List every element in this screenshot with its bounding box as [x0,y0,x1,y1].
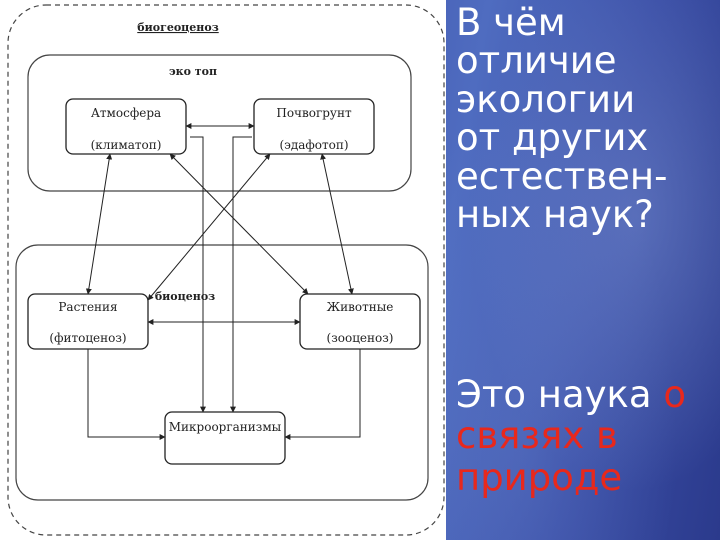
arrow-ecotope-micro-a [190,136,206,413]
biocenosis-label: биоценоз [155,290,215,303]
answer-line-2: связях в [456,414,618,458]
arrow-animals-micro [284,349,361,440]
node-animals-name: Животные [327,300,394,314]
biogeocenosis-diagram: биогеоценоз эко топ биоценоз Атмосфера (… [7,4,445,536]
question-line-5: естествен- [456,154,668,198]
biogeocenosis-label: биогеоценоз [137,21,218,34]
arrow-atmosphere-animals [169,153,309,295]
relation-arrows [85,123,361,440]
node-soil-name: Почвогрунт [276,106,352,120]
diagram-panel: биогеоценоз эко топ биоценоз Атмосфера (… [7,4,445,536]
question-line-4: от других [456,116,649,160]
arrow-soil-animals [320,153,354,295]
arrow-plants-micro [87,349,166,440]
node-soil: Почвогрунт (эдафотоп) [253,98,375,155]
question-line-2: отличие [456,39,617,83]
answer-line-1: Это наука о [456,374,718,415]
node-microorganisms: Микроорганизмы [164,411,286,465]
node-plants-sub: (фитоценоз) [49,331,126,345]
node-plants: Растения (фитоценоз) [27,293,149,350]
node-atmosphere: Атмосфера (климатоп) [65,98,187,155]
node-atmosphere-sub: (климатоп) [91,138,162,152]
arrow-atmosphere-plants [85,153,113,295]
node-microorganisms-name: Микроорганизмы [169,420,282,434]
node-atmosphere-name: Атмосфера [91,106,161,120]
answer-accent: о [663,373,686,416]
node-animals-sub: (зооценоз) [327,331,394,345]
answer-text: Это наука о связях в природе [456,374,718,499]
background-texture [440,0,720,540]
node-animals: Животные (зооценоз) [299,293,421,350]
arrow-soil-plants [147,153,271,301]
arrow-ecotope-micro-b [230,136,252,413]
question-heading: В чём отличие экологии от других естеств… [456,1,716,237]
answer-prefix: Это наука [456,373,664,416]
question-line-1: В чём [456,1,566,44]
node-soil-sub: (эдафотоп) [279,138,348,152]
question-line-3: экологии [456,77,636,121]
node-plants-name: Растения [58,300,117,314]
question-line-6: ных наук? [456,193,654,237]
biogeocenosis-frame [7,4,445,536]
answer-line-3: природе [456,455,623,499]
ecotope-label: эко топ [169,65,217,78]
